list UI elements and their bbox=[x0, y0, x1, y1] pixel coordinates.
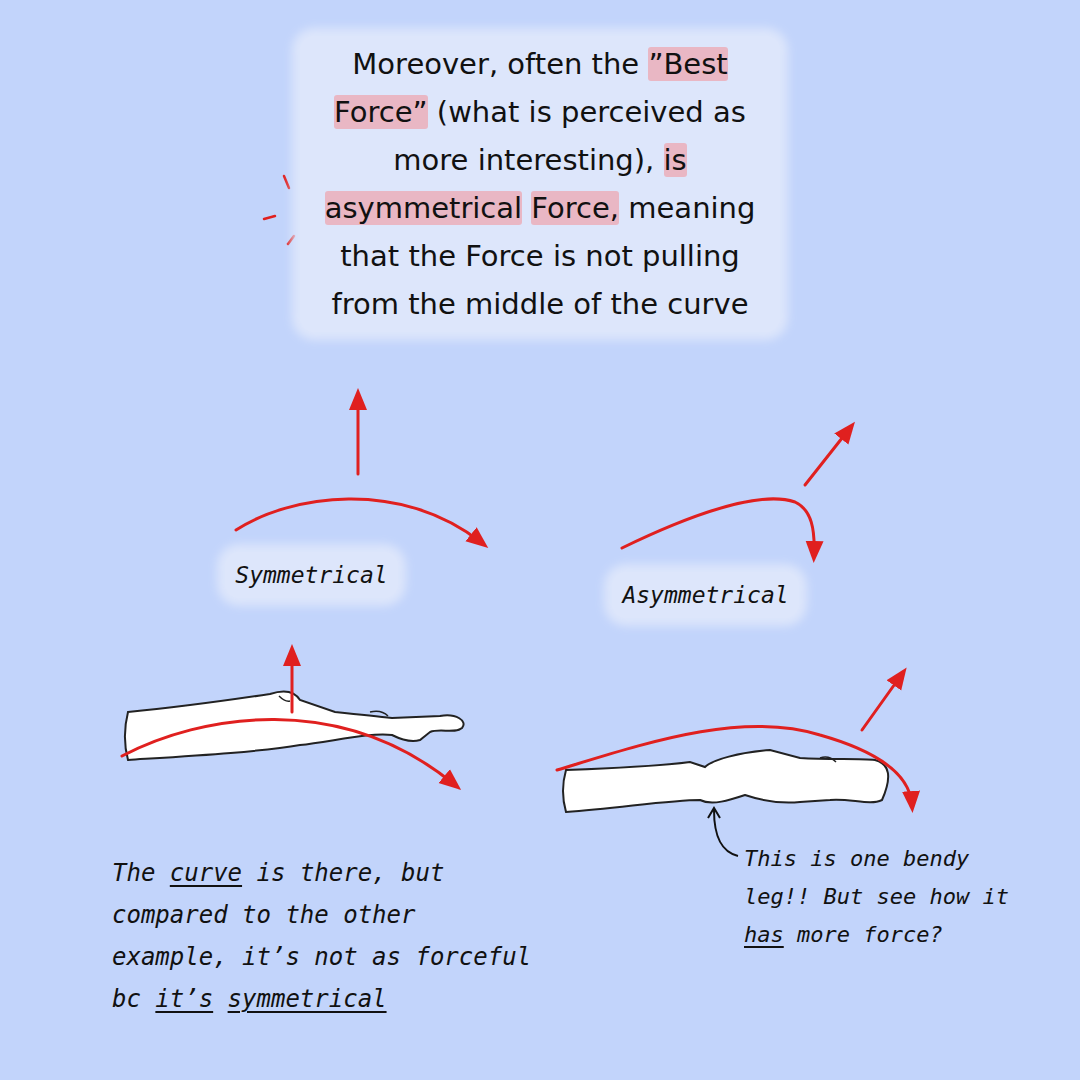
symmetrical-force bbox=[236, 396, 482, 543]
body-text: Moreover, often the ”Best Force” (what i… bbox=[300, 36, 780, 332]
label-patch: Asymmetrical bbox=[612, 572, 799, 618]
label-patch: Symmetrical bbox=[225, 552, 398, 598]
leader-arrow bbox=[714, 810, 738, 856]
handwritten-note: This is one bendy leg!! But see how it h… bbox=[744, 840, 1014, 954]
text-patch: Moreover, often the ”Best Force” (what i… bbox=[300, 36, 780, 332]
asymmetrical-force bbox=[622, 428, 850, 555]
force-type-label: Asymmetrical bbox=[612, 572, 799, 618]
symmetrical-leg bbox=[122, 652, 464, 785]
asymmetrical-leg bbox=[557, 674, 912, 812]
force-type-label: Symmetrical bbox=[225, 552, 398, 598]
handwritten-note: The curve is there, but compared to the … bbox=[112, 852, 532, 1020]
